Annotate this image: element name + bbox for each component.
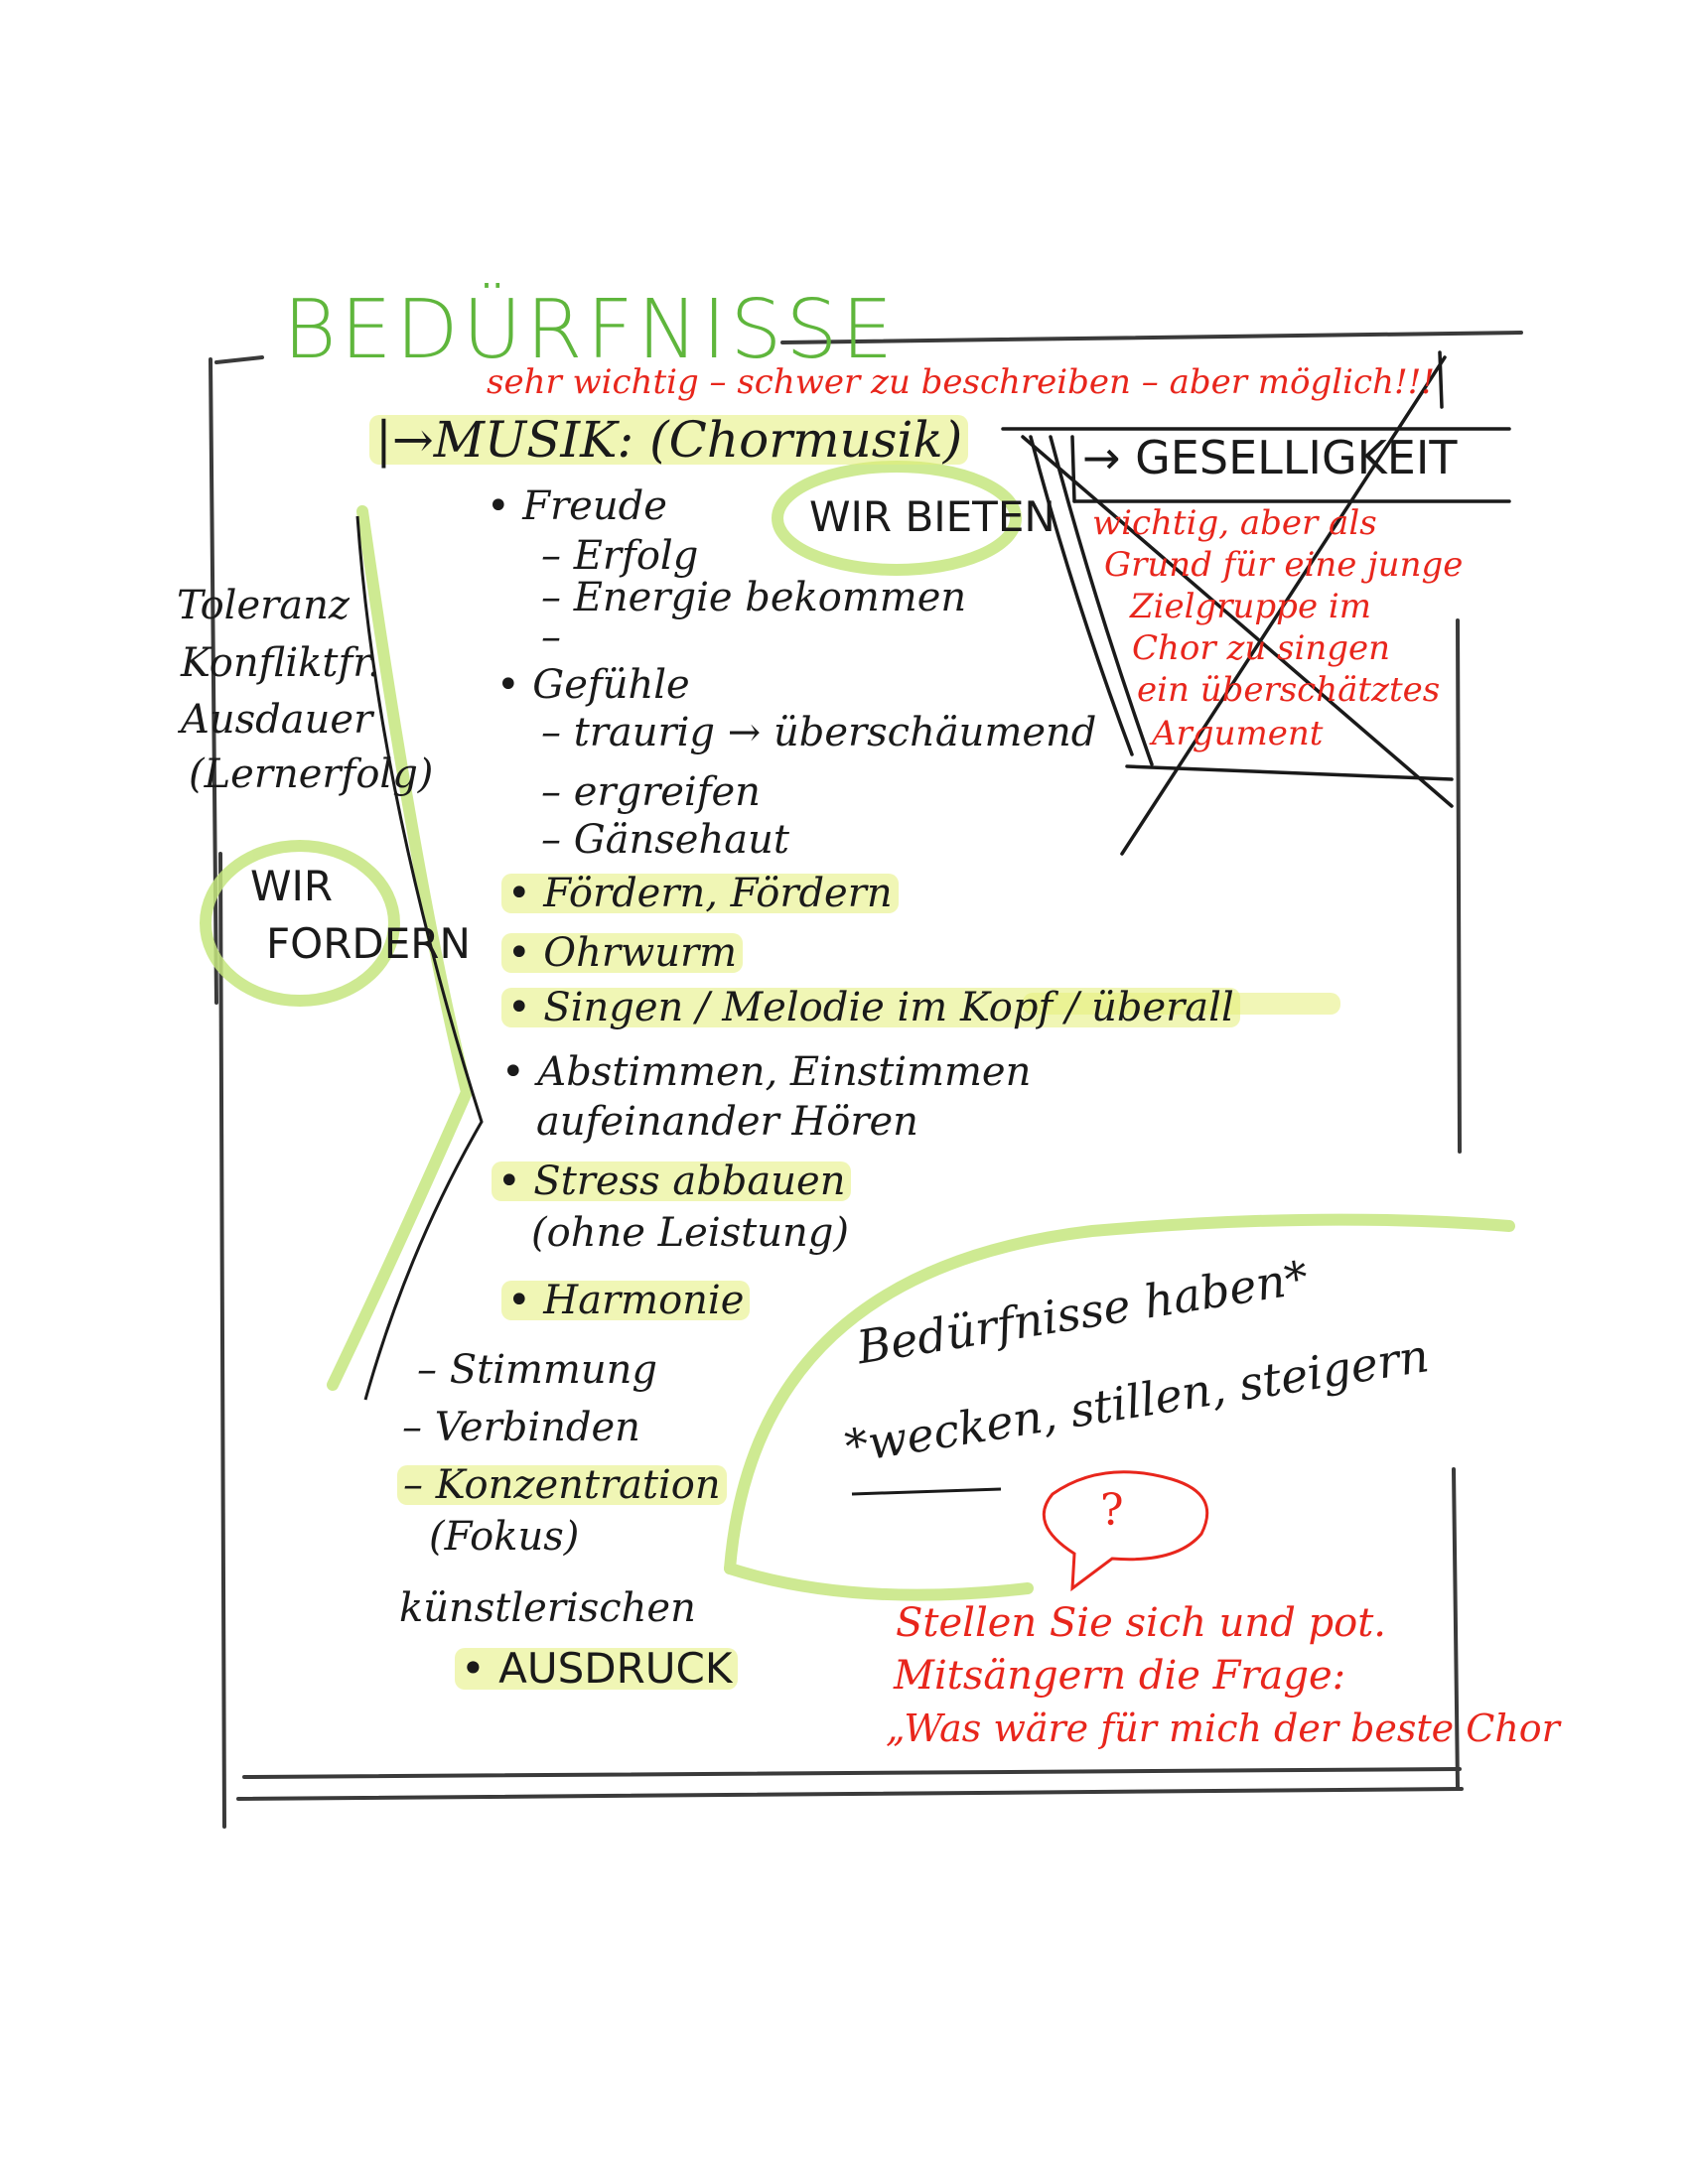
speech-bubble (1042, 1470, 1209, 1592)
list-item: – Konzentration (397, 1465, 727, 1505)
wir-bieten-label: WIR BIETEN (809, 492, 1055, 541)
question-mark-bubble: ? (1100, 1485, 1124, 1536)
page-title: BEDÜRFNISSE (283, 283, 898, 377)
question-line: „Was wäre für mich der beste Chor (886, 1706, 1560, 1750)
bracket-line (355, 515, 484, 1401)
list-item: – traurig → überschäumend (541, 710, 1097, 755)
green-strokes (200, 461, 1515, 1601)
left-note-line: Konfliktfr. (181, 640, 380, 686)
wecken-underline (851, 1487, 1002, 1496)
subtitle-note: sehr wichtig – schwer zu beschreiben – a… (487, 362, 1435, 402)
list-item: aufeinander Hören (536, 1099, 918, 1145)
wir-fordern-label: FORDERN (266, 919, 471, 968)
left-note-line: (Lernerfolg) (189, 751, 434, 797)
list-item: • Harmonie (501, 1281, 751, 1320)
geselligkeit-box (1001, 350, 1511, 856)
list-item: (ohne Leistung) (531, 1210, 849, 1256)
list-item: – Verbinden (402, 1405, 640, 1450)
list-item: – Stimmung (417, 1347, 657, 1393)
list-item: (Fokus) (429, 1514, 580, 1560)
list-item: • Stress abbauen (492, 1161, 852, 1201)
wir-fordern-label: WIR (250, 862, 334, 910)
geselligkeit-note: Grund für eine junge (1104, 545, 1464, 585)
list-item: • Ohrwurm (501, 933, 744, 973)
geselligkeit-note: Zielgruppe im (1130, 587, 1371, 626)
geselligkeit-note: wichtig, aber als (1092, 503, 1377, 543)
geselligkeit-note: Argument (1152, 714, 1324, 753)
left-note-line: Toleranz (177, 583, 350, 628)
list-item: • Freude (487, 483, 667, 529)
geselligkeit-note: Chor zu singen (1132, 628, 1391, 668)
list-item: – Erfolg (541, 533, 699, 579)
list-item: – (541, 614, 561, 660)
outer-frame (209, 331, 1523, 1829)
question-line: Stellen Sie sich und pot. (896, 1600, 1386, 1646)
list-item: künstlerischen (399, 1585, 696, 1631)
left-note-line: Ausdauer (181, 697, 373, 743)
geselligkeit-heading: → GESELLIGKEIT (1082, 431, 1458, 484)
geselligkeit-note: ein überschätztes (1137, 670, 1441, 710)
list-item: • Fördern, Fördern (501, 874, 899, 913)
list-item: – ergreifen (541, 769, 761, 815)
list-item: – Energie bekommen (541, 575, 967, 620)
list-item: • Abstimmen, Einstimmen (501, 1049, 1032, 1095)
question-line: Mitsängern die Frage: (894, 1653, 1346, 1699)
list-item: • Singen / Melodie im Kopf / überall (501, 988, 1240, 1027)
list-item: • Gefühle (496, 662, 690, 708)
list-item: – Gänsehaut (541, 817, 789, 863)
musik-heading: |→MUSIK: (Chormusik) (369, 415, 969, 465)
list-item: • AUSDRUCK (455, 1648, 739, 1690)
